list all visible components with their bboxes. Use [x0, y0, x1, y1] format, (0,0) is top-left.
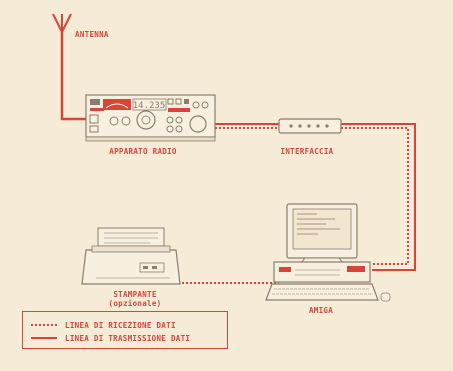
- radio-frequency-display: 14.235: [133, 101, 166, 111]
- printer-optional-label: (opzionale): [108, 299, 162, 308]
- radio-label: APPARATO RADIO: [109, 147, 177, 156]
- printer-icon: [81, 227, 181, 285]
- antenna-to-radio-line: [60, 32, 86, 121]
- radio-icon: 14.235: [85, 94, 216, 142]
- legend-row-receive: LINEA DI RICEZIONE DATI: [31, 320, 176, 330]
- legend-dotted-swatch: [31, 324, 57, 326]
- legend-receive-text: LINEA DI RICEZIONE DATI: [65, 320, 176, 330]
- antenna-icon: [52, 13, 72, 33]
- antenna-label: ANTENNA: [75, 30, 109, 39]
- transmission-lines: [60, 32, 416, 284]
- interface-label: INTERFACCIA: [280, 147, 334, 156]
- interface-to-amiga-line-solid: [341, 123, 416, 271]
- legend-solid-swatch: [31, 337, 57, 339]
- legend-row-transmit: LINEA DI TRASMISSIONE DATI: [31, 333, 190, 343]
- computer-icon: [265, 203, 391, 302]
- interface-icon: [278, 118, 342, 134]
- legend: LINEA DI RICEZIONE DATI LINEA DI TRASMIS…: [22, 311, 228, 349]
- legend-transmit-text: LINEA DI TRASMISSIONE DATI: [65, 333, 191, 343]
- interface-to-amiga-line-dotted: [341, 127, 409, 265]
- printer-label: STAMPANTE: [113, 290, 157, 299]
- computer-label: AMIGA: [308, 306, 334, 315]
